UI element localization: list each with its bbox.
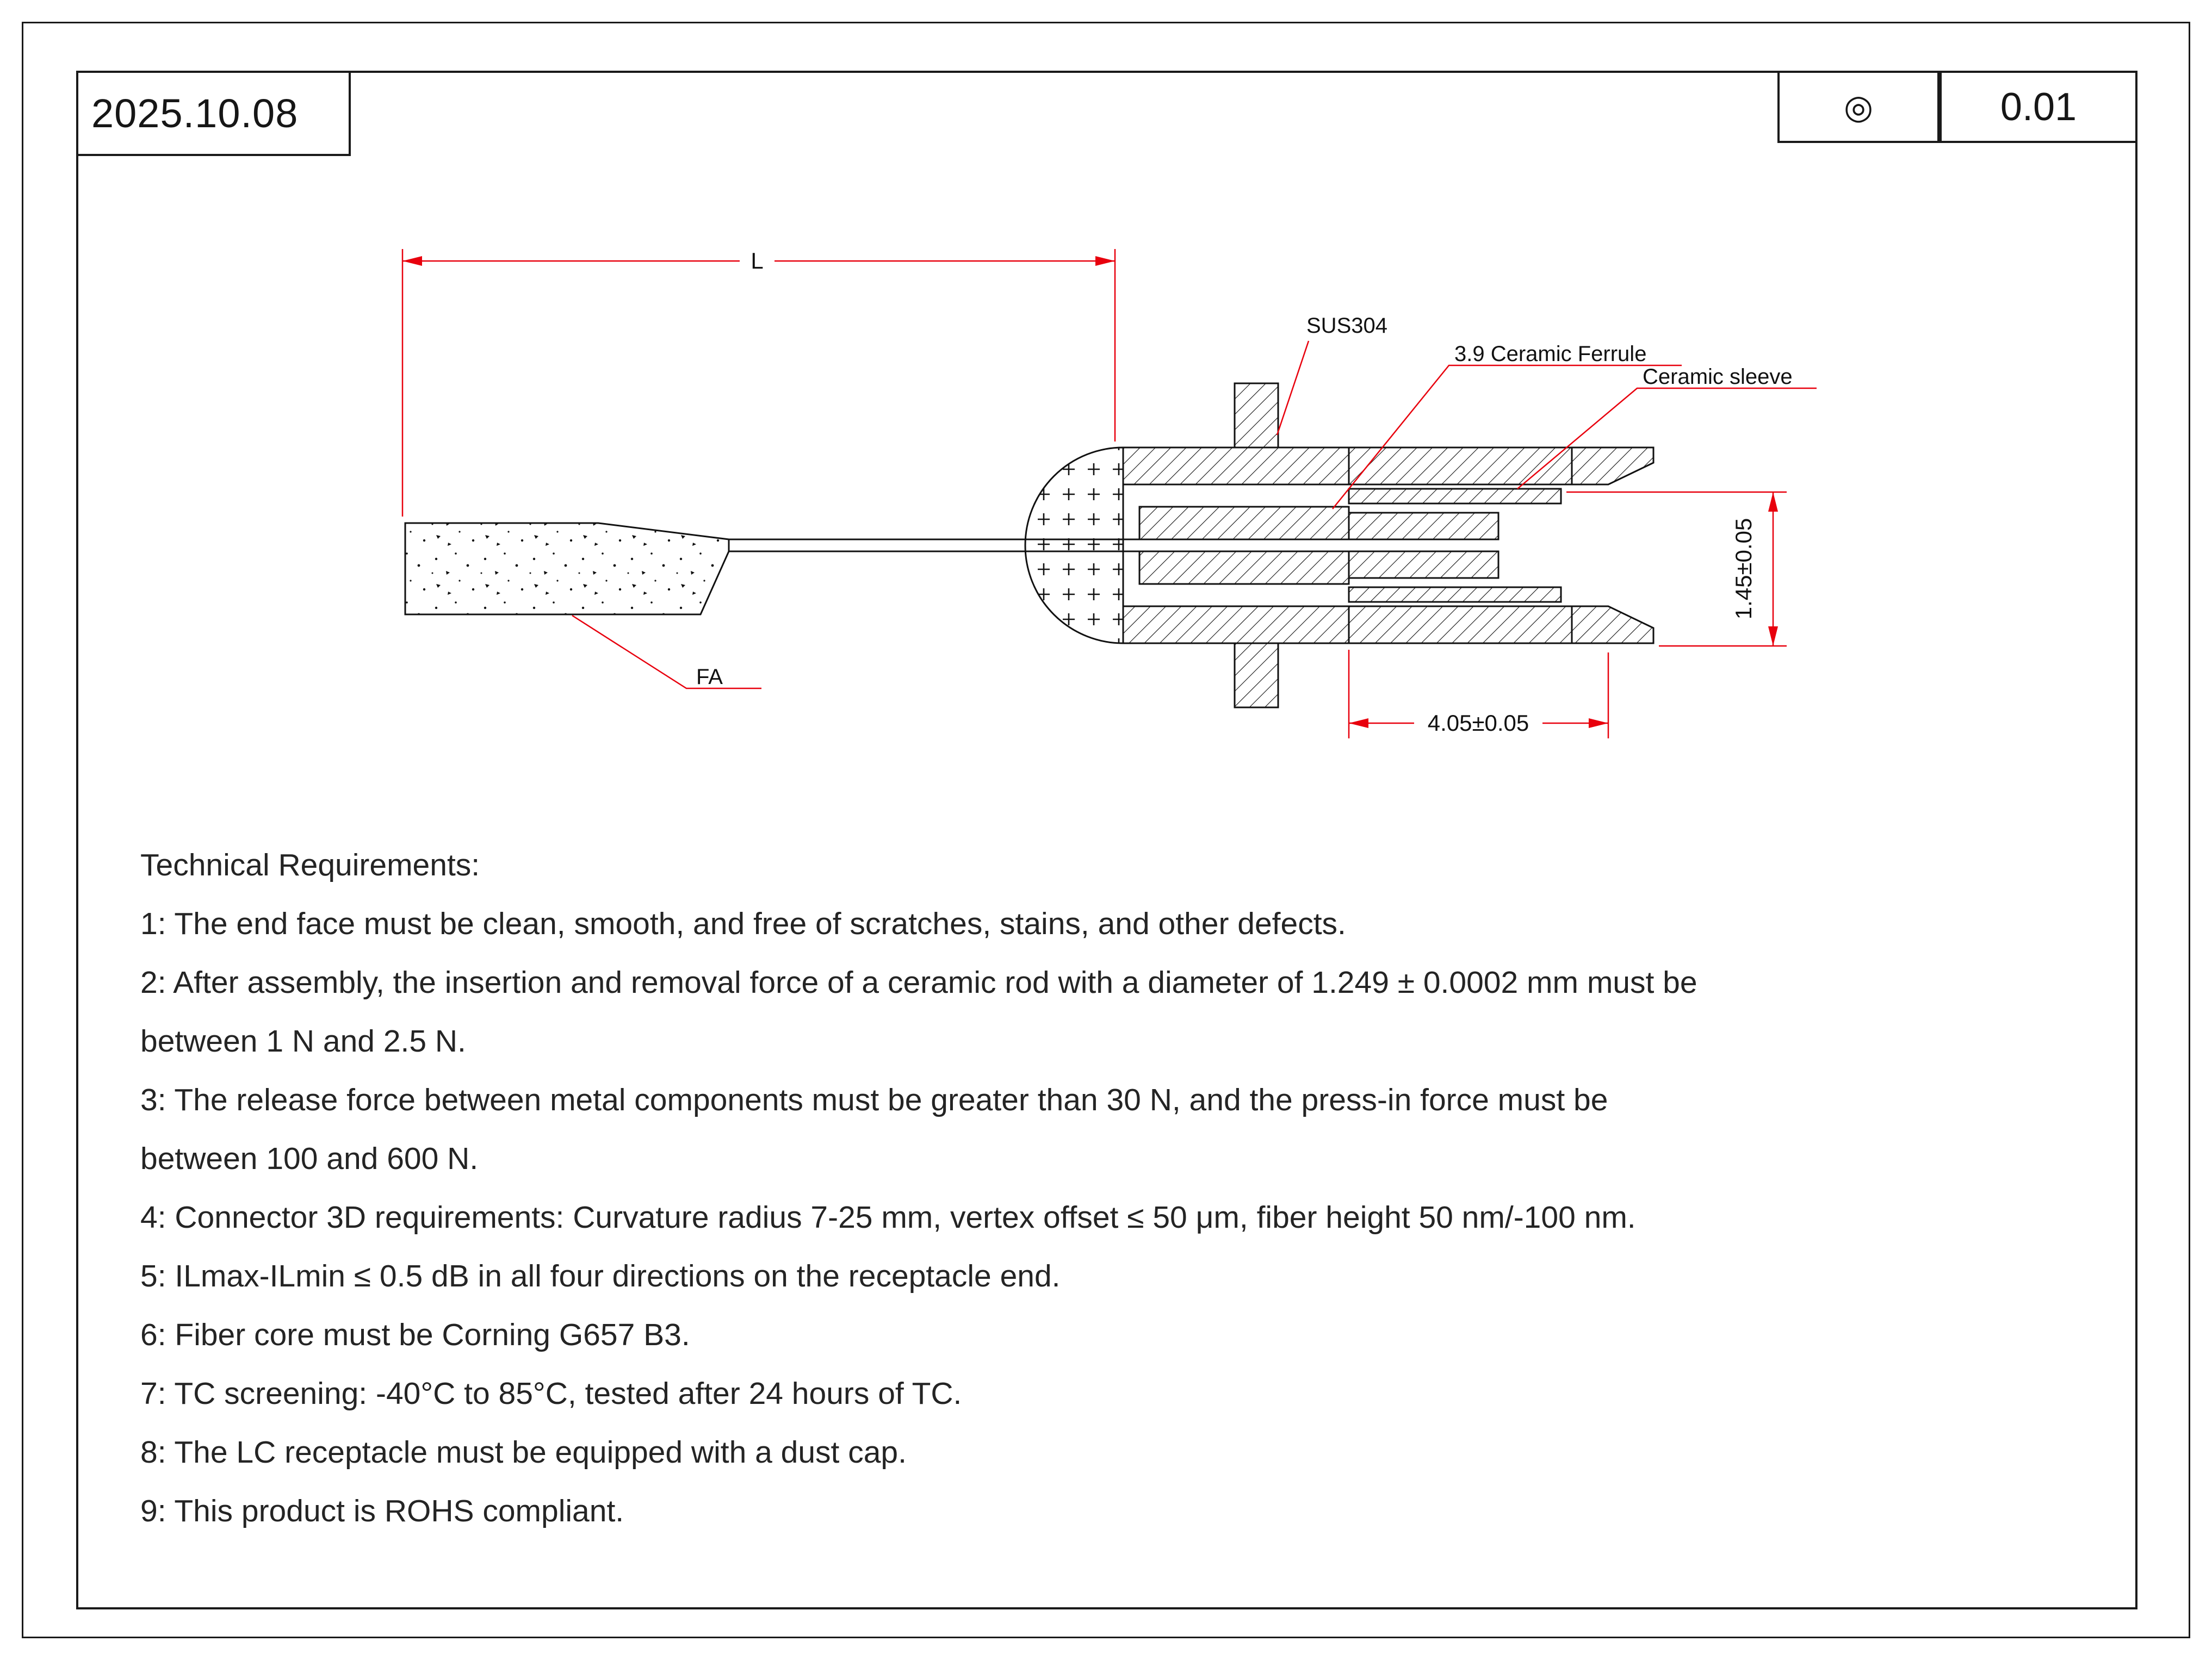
tech-line: 6: Fiber core must be Corning G657 B3. <box>140 1317 690 1352</box>
tech-line: 3: The release force between metal compo… <box>140 1083 1608 1117</box>
dim-L-label: L <box>751 248 763 273</box>
arrow-405-right <box>1589 718 1608 728</box>
shell-bottom-band <box>1122 605 1350 644</box>
tech-line: 8: The LC receptacle must be equipped wi… <box>140 1435 907 1470</box>
tolerance-box: 0.01 <box>1940 71 2137 143</box>
label-ceramic-ferrule: 3.9 Ceramic Ferrule <box>1454 342 1646 366</box>
ferrule-bottom <box>1138 550 1350 585</box>
arrow-145-bottom <box>1768 626 1778 646</box>
arrow-405-left <box>1349 718 1368 728</box>
projection-symbol-icon: ◎ <box>1843 87 1874 127</box>
flange-bottom <box>1234 642 1279 708</box>
projection-symbol-box: ◎ <box>1777 71 1940 143</box>
tech-line: between 100 and 600 N. <box>140 1141 479 1176</box>
shell-top-endcap <box>1571 446 1655 486</box>
label-sus304: SUS304 <box>1306 314 1387 338</box>
sheet-date: 2025.10.08 <box>91 91 299 136</box>
leader-fa <box>572 614 761 689</box>
flange-top <box>1234 382 1279 449</box>
shell-top-right <box>1348 446 1573 486</box>
leader-ferrule <box>1332 364 1682 509</box>
arrow-L-left <box>402 256 422 266</box>
tolerance-value: 0.01 <box>2000 85 2077 129</box>
dim-405-label: 4.05±0.05 <box>1428 710 1529 736</box>
shell-bottom-endcap <box>1571 605 1655 644</box>
tech-line: 1: The end face must be clean, smooth, a… <box>140 906 1346 941</box>
tech-line: 9: This product is ROHS compliant. <box>140 1494 624 1528</box>
shell-top-band <box>1122 446 1350 486</box>
connector-geometry <box>404 382 1655 708</box>
leader-sus304 <box>1276 340 1310 436</box>
tech-title: Technical Requirements: <box>140 848 480 882</box>
tech-line: 4: Connector 3D requirements: Curvature … <box>140 1200 1636 1235</box>
label-ceramic-sleeve: Ceramic sleeve <box>1643 365 1793 389</box>
title-block-date-box: 2025.10.08 <box>76 71 351 156</box>
tech-line: between 1 N and 2.5 N. <box>140 1024 466 1059</box>
arrow-L-right <box>1095 256 1115 266</box>
sheet-inner-border <box>76 71 2137 1609</box>
tech-line: 5: ILmax-ILmin ≤ 0.5 dB in all four dire… <box>140 1259 1061 1294</box>
arrow-145-top <box>1768 492 1778 512</box>
sleeve-top <box>1348 488 1562 505</box>
fiber-boot <box>404 522 730 615</box>
leader-sleeve <box>1517 387 1817 489</box>
tech-line: 7: TC screening: -40°C to 85°C, tested a… <box>140 1376 962 1411</box>
ferrule-bottom-tip <box>1348 550 1500 579</box>
ferrule-top <box>1138 506 1350 540</box>
technical-requirements: Technical Requirements: 1: The end face … <box>140 836 2077 1540</box>
epoxy-dome <box>1024 446 1124 644</box>
label-fa: FA <box>696 665 723 689</box>
tech-line: 2: After assembly, the insertion and rem… <box>140 965 1697 1000</box>
shell-bottom-right <box>1348 605 1573 644</box>
dimension-arrows <box>402 256 1778 728</box>
ferrule-top-tip <box>1348 512 1500 540</box>
connector-section-drawing: L SUS304 3.9 Ceramic Ferrule Ceramic sle… <box>401 248 1817 738</box>
dim-145-label: 1.45±0.05 <box>1731 518 1756 620</box>
sheet-outer-border <box>22 22 2190 1638</box>
sleeve-bottom <box>1348 586 1562 603</box>
